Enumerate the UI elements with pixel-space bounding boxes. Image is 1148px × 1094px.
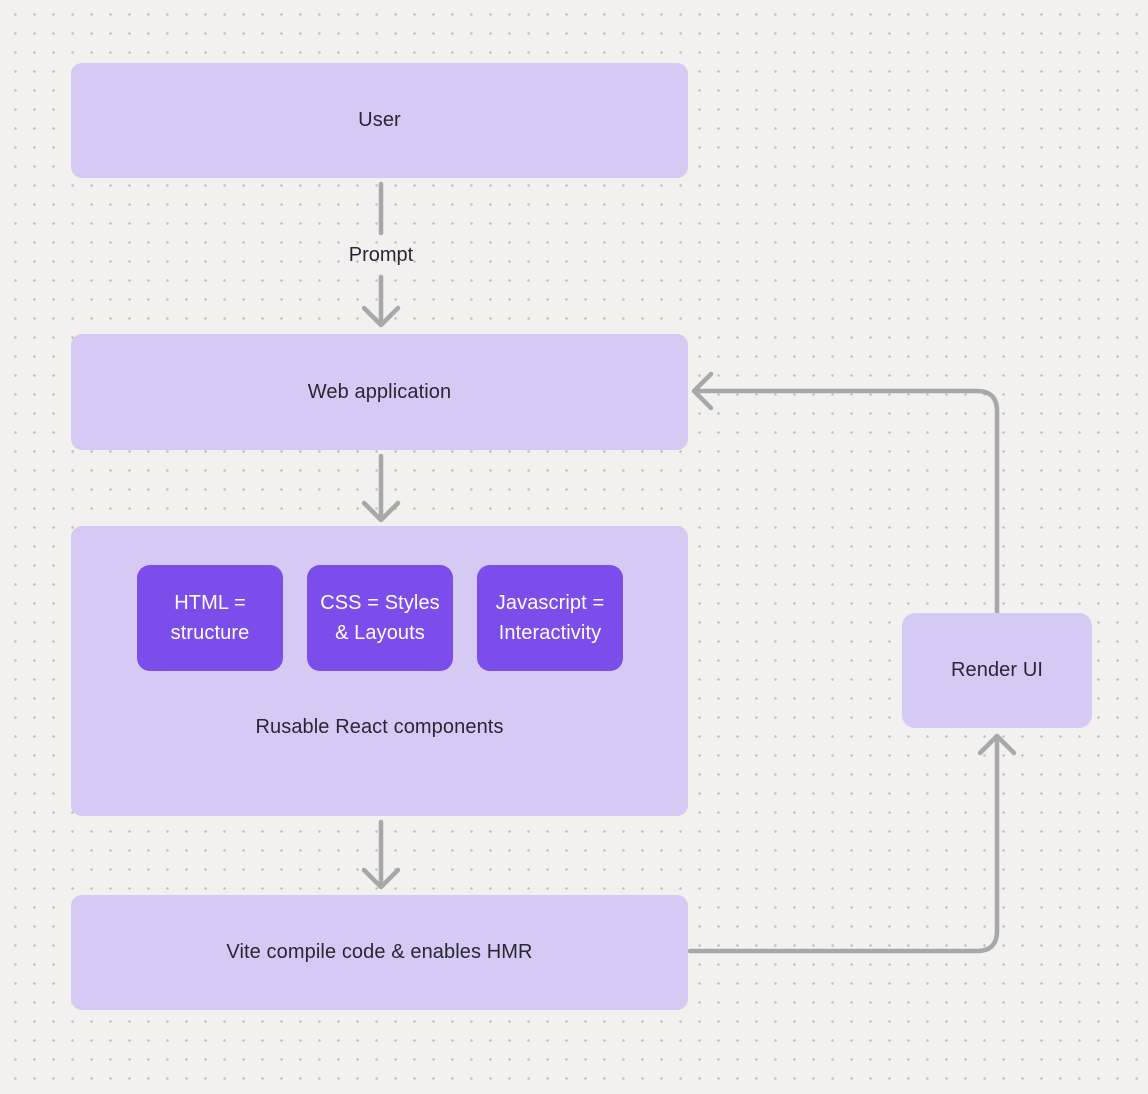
node-render-ui: Render UI	[902, 613, 1092, 728]
node-vite-label: Vite compile code & enables HMR	[226, 941, 533, 963]
subnode-css: CSS = Styles & Layouts	[307, 565, 453, 671]
subnode-html-line1: HTML =	[174, 592, 246, 614]
node-user-label: User	[358, 109, 401, 131]
node-web-application: Web application	[71, 334, 688, 450]
edge-vite-to-render	[687, 736, 1000, 954]
node-react-components: HTML = structure CSS = Styles & Layouts …	[71, 526, 688, 816]
subnode-html-line2: structure	[170, 622, 250, 644]
node-vite: Vite compile code & enables HMR	[71, 895, 688, 1010]
subnode-html: HTML = structure	[137, 565, 283, 671]
node-user: User	[71, 63, 688, 178]
node-web-application-label: Web application	[307, 380, 452, 403]
subnode-css-line1: CSS = Styles	[320, 592, 440, 614]
subnode-javascript-line1: Javascript =	[495, 592, 605, 614]
arrowhead-down-into-web	[361, 305, 401, 328]
subnode-javascript-line2: Interactivity	[498, 622, 602, 644]
edge-render-to-web	[694, 388, 1000, 616]
arrowhead-up-into-render	[977, 733, 1017, 756]
edge-label-prompt: Prompt	[348, 244, 414, 266]
arrowhead-down-into-vite	[361, 867, 401, 890]
node-render-ui-label: Render UI	[950, 659, 1044, 681]
arrowhead-down-into-components	[361, 500, 401, 523]
node-react-components-label: Rusable React components	[255, 716, 504, 738]
subnode-css-line2: & Layouts	[335, 622, 425, 644]
arrowhead-left-into-web	[691, 371, 714, 411]
subnode-row: HTML = structure CSS = Styles & Layouts …	[137, 565, 623, 671]
subnode-javascript: Javascript = Interactivity	[477, 565, 623, 671]
